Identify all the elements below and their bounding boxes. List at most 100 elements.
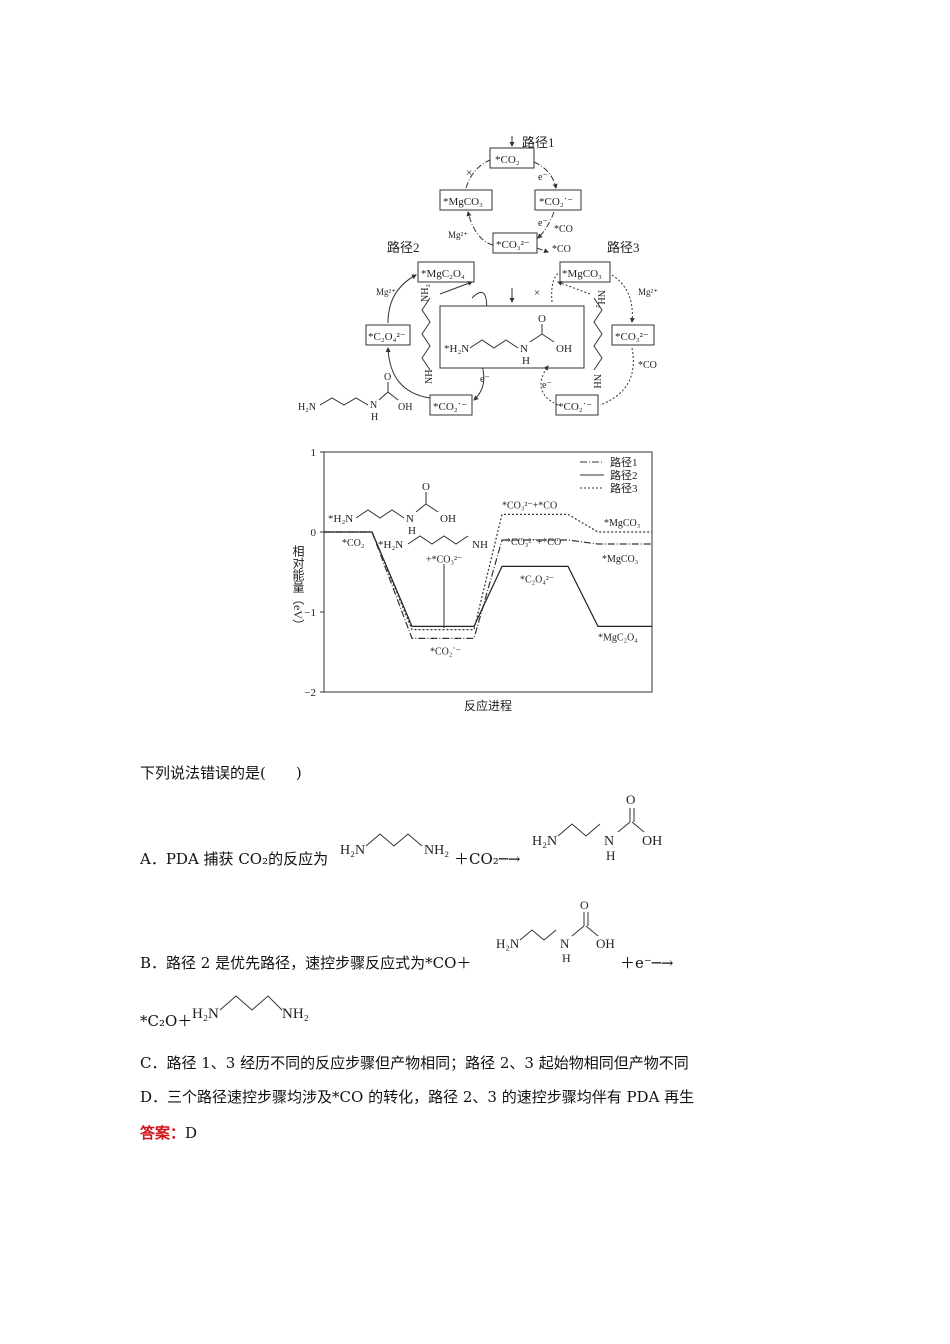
path1-label: 路径1 <box>522 135 555 150</box>
svg-text:e⁻: e⁻ <box>480 374 490 385</box>
svg-text:H: H <box>522 355 530 367</box>
mgco3-label-path3: *MgCO₃ <box>562 268 602 280</box>
svg-text:N: N <box>560 936 570 951</box>
svg-text:N: N <box>520 343 528 355</box>
chart-h: H <box>408 525 416 537</box>
mgco3-label-path1: *MgCO₃ <box>443 196 483 208</box>
svg-text:O: O <box>538 313 546 325</box>
svg-text:OH: OH <box>398 402 412 413</box>
co2-minus-label-path3: *CO₂˙⁻ <box>558 401 592 413</box>
path3-cycle: 路径3 *MgCO₃ *CO₃²⁻ *CO Mg²⁺ *CO₂˙⁻ e⁻ × N… <box>534 240 658 416</box>
annotation-mgc2o4: *MgC₂O₄ <box>598 632 638 643</box>
chart-h2n-star-2: *H₂N <box>378 539 403 551</box>
svg-text:*CO: *CO <box>554 224 573 235</box>
y-axis-label: 相对能量（eV） <box>291 545 305 631</box>
chart-nh: NH <box>472 539 488 551</box>
y-tick-label-2: −1 <box>304 607 316 619</box>
series-line-2 <box>324 531 652 627</box>
svg-text:NH₂: NH₂ <box>282 1006 309 1022</box>
svg-text:H: H <box>606 848 615 863</box>
svg-text:×: × <box>466 167 472 179</box>
path2-label: 路径2 <box>387 240 420 255</box>
y-tick-label-0: 1 <box>311 447 317 459</box>
annotation-co2-minus: *CO₂˙⁻ <box>430 646 461 657</box>
co2-minus-label-path2: *CO₂˙⁻ <box>433 401 467 413</box>
legend-label-2: 路径2 <box>610 469 638 482</box>
svg-text:H: H <box>371 412 378 423</box>
option-b-line2: *C₂O＋ <box>140 1012 193 1030</box>
answer-label: 答案： <box>140 1124 186 1142</box>
option-b-carbamate-structure: H₂N N H O OH <box>496 898 615 965</box>
svg-text:*CO: *CO <box>638 360 657 371</box>
series-line-3 <box>324 513 652 631</box>
co3-label-path3: *CO₃²⁻ <box>615 331 649 343</box>
svg-text:OH: OH <box>642 834 662 849</box>
chart-o: O <box>422 481 430 493</box>
svg-text:NH₂: NH₂ <box>595 290 606 308</box>
option-a-product-structure: H₂N N H O OH <box>532 792 662 863</box>
path2-cycle: 路径2 *MgC₂O₄ *C₂O₄²⁻ Mg²⁺ *CO₂˙⁻ e⁻ NH₂ N… <box>298 240 490 423</box>
y-tick-label-1: 0 <box>311 527 317 539</box>
option-b[interactable]: B．路径 2 是优先路径，速控步骤反应式为*CO＋ <box>140 952 471 973</box>
annotation-co3: +*CO₃²⁻ <box>426 554 462 565</box>
option-a-pda-structure: H₂N NH₂ <box>340 833 449 858</box>
svg-text:H₂N: H₂N <box>298 402 316 413</box>
chart-n: N <box>406 513 414 525</box>
legend-label-1: 路径1 <box>610 456 638 469</box>
option-c[interactable]: C．路径 1、3 经历不同的反应步骤但产物相同；路径 2、3 起始物相同但产物不… <box>140 1054 689 1072</box>
svg-text:e⁻: e⁻ <box>542 380 552 391</box>
svg-text:Mg²⁺: Mg²⁺ <box>448 230 468 240</box>
x-axis-label: 反应进程 <box>464 698 512 713</box>
path3-label: 路径3 <box>607 240 640 255</box>
svg-text:N: N <box>370 400 377 411</box>
series-line-1 <box>324 531 652 639</box>
svg-text:NH₂: NH₂ <box>424 843 449 858</box>
co2-box-path1 <box>489 147 535 169</box>
annotation-mgco3-bottom: *MgCO₃ <box>602 554 638 565</box>
option-b-prefix: B．路径 2 是优先路径，速控步骤反应式为*CO＋ <box>140 954 472 972</box>
svg-text:H₂N: H₂N <box>496 936 520 951</box>
svg-text:OH: OH <box>596 936 615 951</box>
option-a-prefix: A．PDA 捕获 CO₂的反应为 <box>140 850 329 868</box>
reaction-cycle-diagram: 路径1 *CO₂ *CO₂˙⁻ *CO₃²⁻ *MgCO₃ e⁻ e⁻ *CO … <box>298 135 658 423</box>
svg-text:H: H <box>562 951 571 965</box>
svg-text:H₂N: H₂N <box>192 1006 219 1022</box>
annotation-co2: *CO₂ <box>342 538 364 549</box>
svg-text:NH: NH <box>424 370 435 384</box>
svg-text:OH: OH <box>556 343 572 355</box>
svg-text:*CO: *CO <box>552 244 571 255</box>
legend-label-3: 路径3 <box>610 482 638 495</box>
annotation-co3-co-top: *CO₃²⁻+*CO <box>502 500 557 511</box>
svg-text:*H₂N: *H₂N <box>444 343 469 355</box>
y-tick-label-3: −2 <box>304 687 316 699</box>
chart-plot-frame <box>323 451 653 693</box>
annotation-c2o4: *C₂O₄²⁻ <box>520 574 554 585</box>
co2-label-path1: *CO₂ <box>495 154 520 166</box>
svg-text:NH: NH <box>591 374 602 388</box>
mgc2o4-label: *MgC₂O₄ <box>421 268 465 280</box>
svg-text:×: × <box>534 287 540 299</box>
option-a[interactable]: A．PDA 捕获 CO₂的反应为 <box>140 848 328 869</box>
option-a-suffix: ＋CO₂─→ <box>454 850 521 868</box>
svg-text:O: O <box>384 372 391 383</box>
co2-minus-label-path1: *CO₂˙⁻ <box>539 196 573 208</box>
chart-h2n-star: *H₂N <box>328 513 353 525</box>
option-d[interactable]: D．三个路径速控步骤均涉及*CO 的转化，路径 2、3 的速控步骤均伴有 PDA… <box>140 1088 695 1106</box>
annotation-mgco3-top: *MgCO₃ <box>604 518 640 529</box>
svg-text:NH₂: NH₂ <box>420 284 431 302</box>
chart-oh: OH <box>440 513 456 525</box>
svg-text:Mg²⁺: Mg²⁺ <box>376 287 396 297</box>
svg-text:H₂N: H₂N <box>532 834 557 849</box>
path1-cycle: 路径1 *CO₂ *CO₂˙⁻ *CO₃²⁻ *MgCO₃ e⁻ e⁻ *CO … <box>439 135 582 255</box>
svg-text:O: O <box>626 792 635 807</box>
svg-text:e⁻: e⁻ <box>538 218 548 229</box>
svg-text:O: O <box>580 898 589 912</box>
svg-text:N: N <box>604 834 614 849</box>
co3-label-path1: *CO₃²⁻ <box>496 239 530 251</box>
c2o4-label: *C₂O₄²⁻ <box>368 331 406 343</box>
svg-text:H₂N: H₂N <box>340 843 365 858</box>
option-b-pda-structure: H₂N NH₂ <box>192 995 309 1022</box>
option-b-suffix: ＋e⁻─→ <box>620 954 674 972</box>
question-stem: 下列说法错误的是( ) <box>140 764 302 782</box>
